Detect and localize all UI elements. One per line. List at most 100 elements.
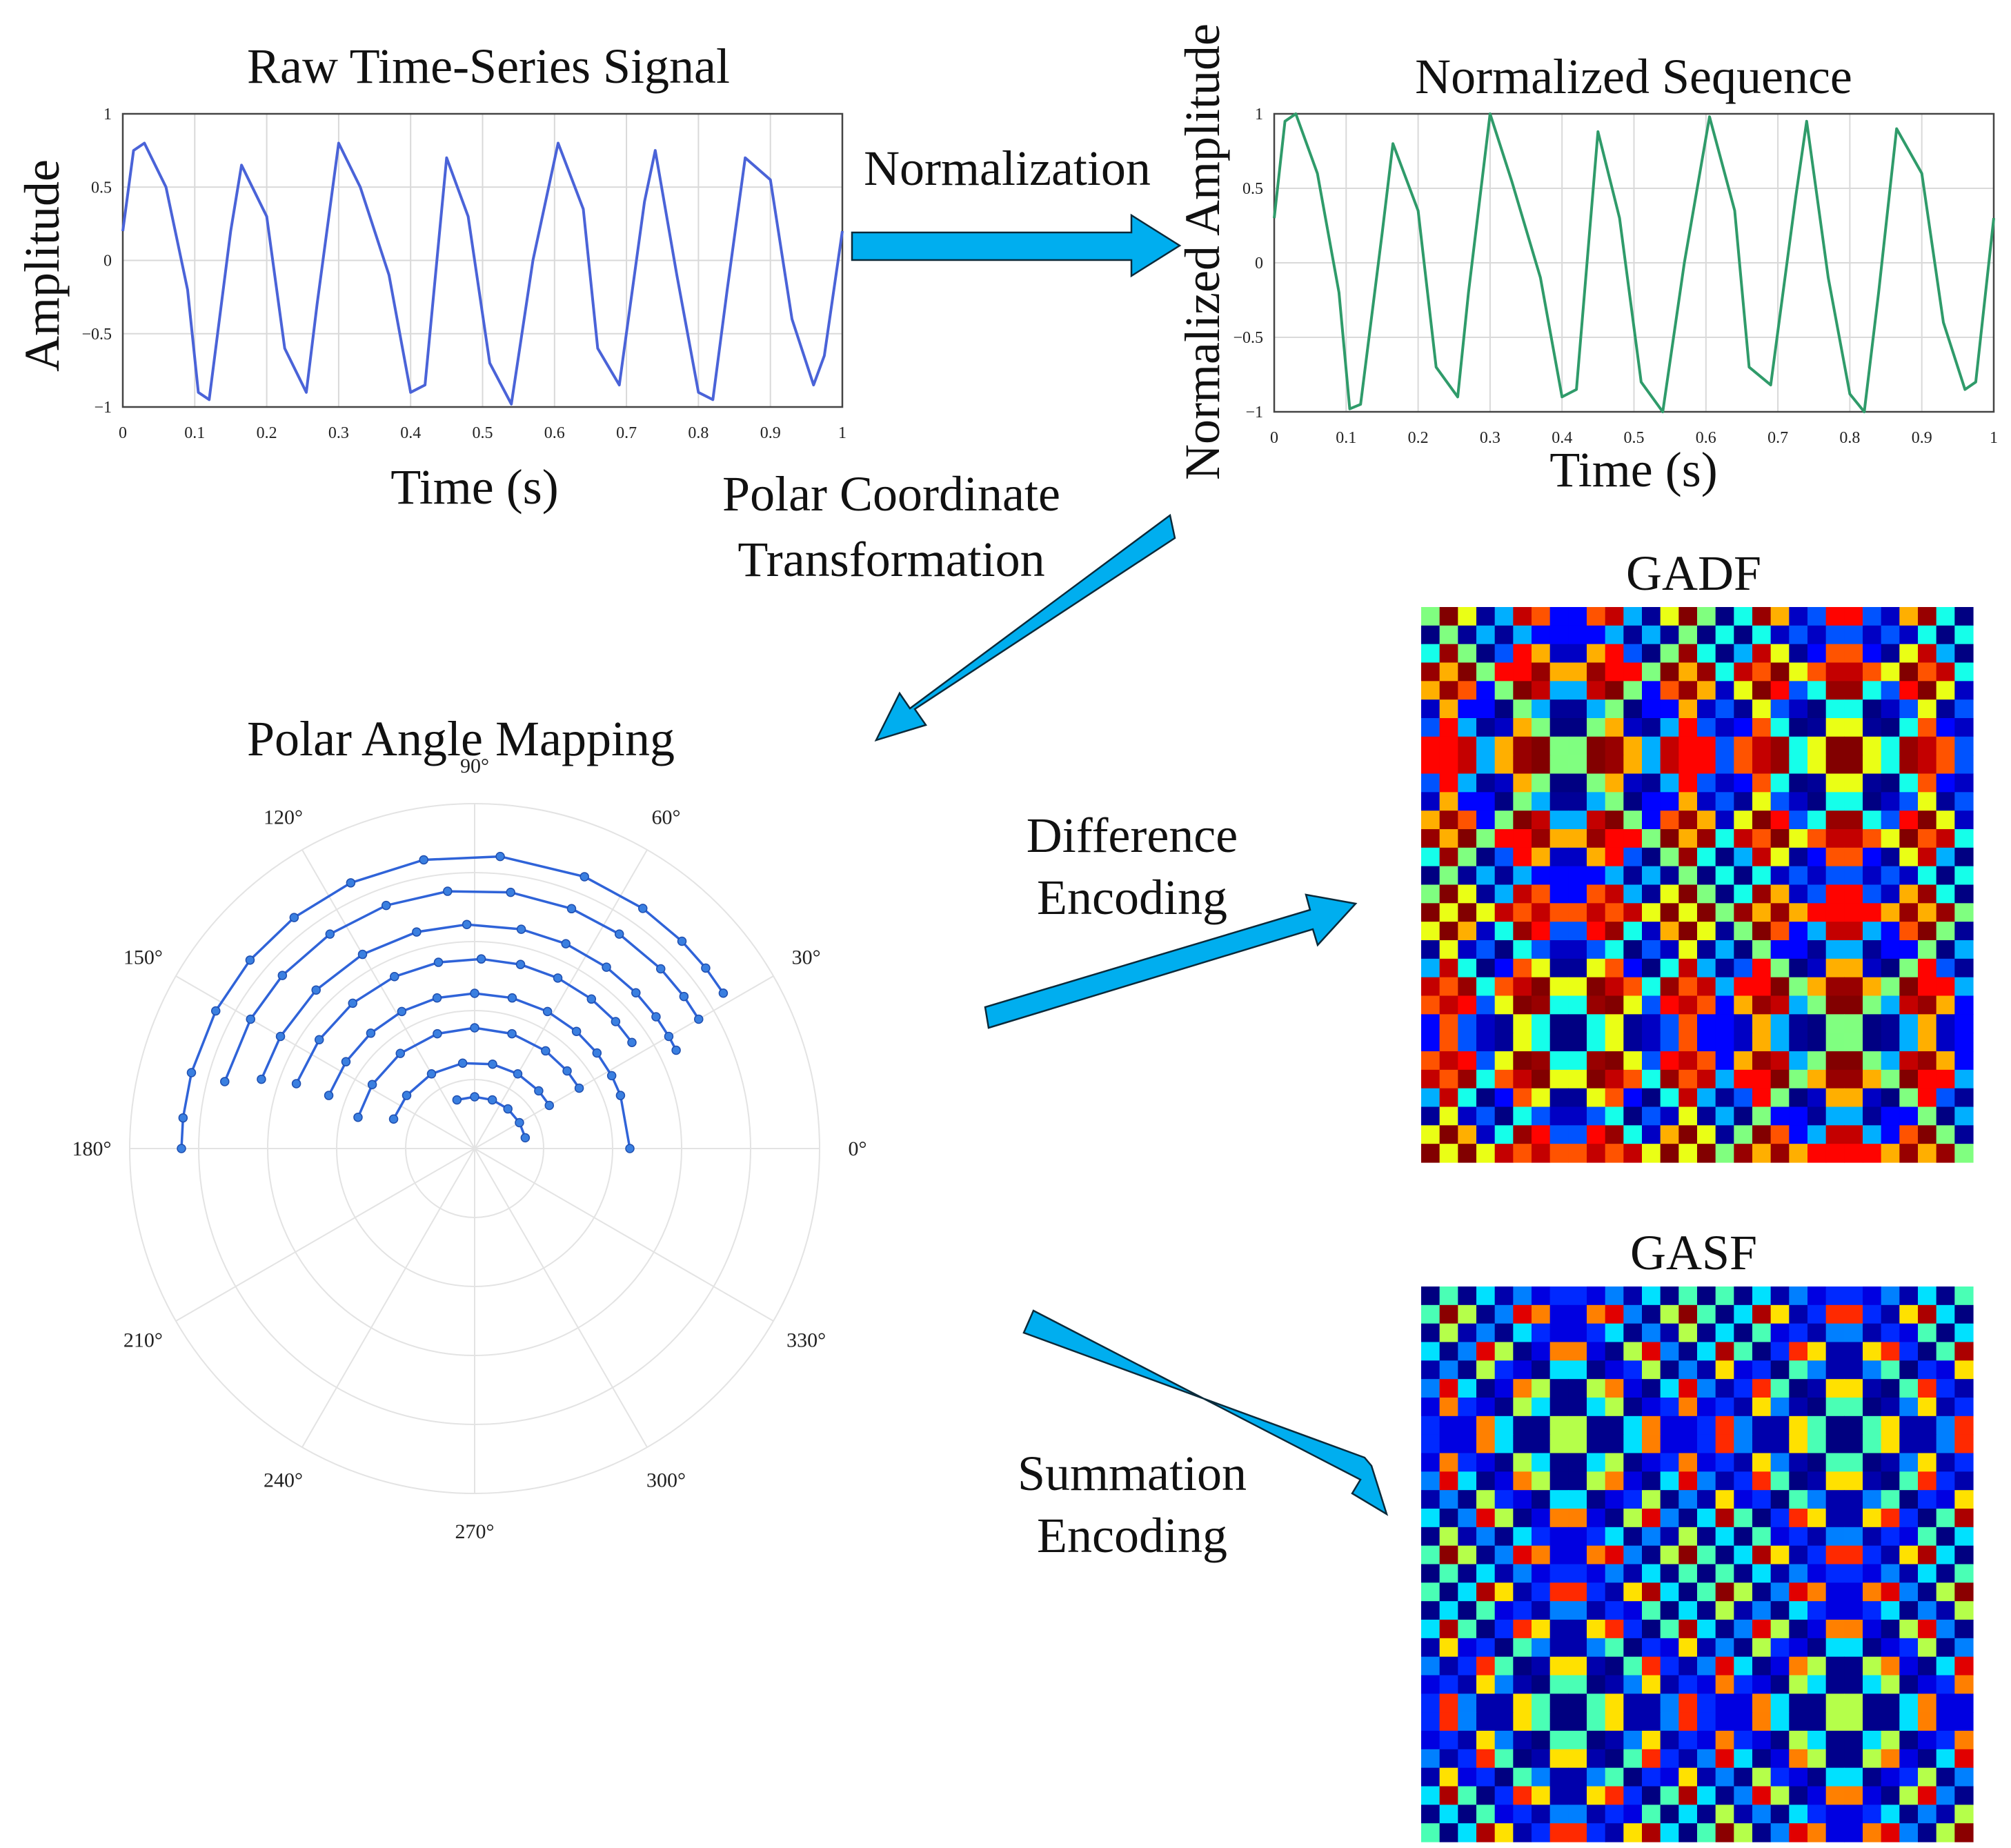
gasf-cell <box>1458 1415 1477 1435</box>
gasf-cell <box>1899 1823 1919 1842</box>
gasf-cell <box>1825 1415 1845 1435</box>
gadf-cell <box>1863 1125 1882 1144</box>
polar-point <box>388 1114 399 1124</box>
gasf-cell <box>1660 1731 1679 1750</box>
gadf-cell <box>1825 922 1845 941</box>
gasf-cell <box>1458 1323 1477 1343</box>
polar-grid <box>129 803 820 1494</box>
gasf-cell <box>1825 1434 1845 1454</box>
gadf-cell <box>1936 847 1955 867</box>
gasf-cell <box>1752 1304 1772 1324</box>
gasf-cell <box>1697 1712 1716 1731</box>
gadf-cell <box>1918 1051 1937 1071</box>
gadf-cell <box>1918 847 1937 867</box>
normalized-title: Normalized Sequence <box>1415 49 1852 104</box>
gadf-cell <box>1918 995 1937 1015</box>
gasf-cell <box>1568 1749 1587 1769</box>
gasf-cell <box>1660 1527 1679 1547</box>
gasf-cell <box>1715 1712 1734 1731</box>
gadf-cell <box>1844 940 1863 960</box>
gasf-cell <box>1642 1527 1661 1547</box>
gasf-cell <box>1954 1601 1974 1620</box>
gasf-cell <box>1752 1490 1772 1509</box>
gasf-cell <box>1568 1805 1587 1824</box>
gadf-cell <box>1825 681 1845 700</box>
gasf-cell <box>1715 1823 1734 1842</box>
gasf-cell <box>1549 1304 1569 1324</box>
gasf-cell <box>1660 1638 1679 1658</box>
gadf-cell <box>1954 1069 1974 1089</box>
gasf-cell <box>1678 1527 1698 1547</box>
gadf-cell <box>1954 662 1974 682</box>
gadf-cell <box>1954 884 1974 904</box>
gadf-cell <box>1421 681 1440 700</box>
gadf-cell <box>1549 699 1569 719</box>
polar-point <box>395 1049 406 1058</box>
polar-point <box>520 1133 531 1143</box>
gadf-cell <box>1532 977 1551 997</box>
polar-series-line <box>224 890 700 1082</box>
polar-point <box>470 988 479 998</box>
gasf-cell <box>1752 1453 1772 1472</box>
gadf-cell <box>1587 1106 1606 1126</box>
gadf-cell <box>1697 884 1716 904</box>
gadf-cell <box>1844 1088 1863 1108</box>
gadf-cell <box>1494 866 1514 886</box>
gadf-cell <box>1936 884 1955 904</box>
gasf-cell <box>1881 1545 1900 1565</box>
gadf-cell <box>1863 1014 1882 1033</box>
gadf-cell <box>1660 699 1679 719</box>
gadf-cell <box>1623 625 1643 645</box>
gasf-cell <box>1587 1823 1606 1842</box>
gasf-cell <box>1734 1379 1753 1398</box>
gadf-cell <box>1549 903 1569 922</box>
gadf-cell <box>1568 1033 1587 1052</box>
gadf-cell <box>1421 773 1440 793</box>
gadf-cell <box>1660 718 1679 737</box>
gasf-cell <box>1807 1342 1827 1361</box>
gasf-cell <box>1494 1342 1514 1361</box>
gadf-cell <box>1458 829 1477 848</box>
polar-point <box>419 855 428 865</box>
polar-series-line <box>180 855 724 1149</box>
gadf-cell <box>1532 1033 1551 1052</box>
gadf-cell <box>1918 1088 1937 1108</box>
gasf-cell <box>1918 1823 1937 1842</box>
gasf-cell <box>1863 1434 1882 1454</box>
gadf-cell <box>1623 755 1643 775</box>
gadf-cell <box>1807 681 1827 700</box>
gadf-cell <box>1642 681 1661 700</box>
gadf-cell <box>1494 736 1514 756</box>
gasf-cell <box>1734 1286 1753 1306</box>
gasf-cell <box>1936 1527 1955 1547</box>
gadf-cell <box>1734 755 1753 775</box>
gadf-cell <box>1532 903 1551 922</box>
gasf-cell <box>1936 1379 1955 1398</box>
gasf-cell <box>1715 1749 1734 1769</box>
gadf-cell <box>1678 607 1698 626</box>
raw-signal-y-tick: 0.5 <box>91 179 112 197</box>
gadf-cell <box>1807 847 1827 867</box>
gadf-cell <box>1881 607 1900 626</box>
gasf-cell <box>1605 1805 1624 1824</box>
polar-point <box>470 1092 479 1102</box>
gadf-cell <box>1623 607 1643 626</box>
gadf-cell <box>1642 903 1661 922</box>
gadf-cell <box>1918 1125 1937 1144</box>
gadf-cell <box>1421 1069 1440 1089</box>
gasf-cell <box>1513 1286 1532 1306</box>
gasf-cell <box>1734 1749 1753 1769</box>
gasf-cell <box>1623 1638 1643 1658</box>
gadf-cell <box>1715 644 1734 664</box>
gasf-cell <box>1549 1527 1569 1547</box>
gasf-cell <box>1605 1656 1624 1676</box>
gasf-cell <box>1807 1545 1827 1565</box>
gadf-cell <box>1881 681 1900 700</box>
gadf-cell <box>1881 1033 1900 1052</box>
gasf-cell <box>1439 1434 1458 1454</box>
gasf-panel: GASF <box>1421 1225 1974 1842</box>
gadf-cell <box>1476 940 1496 960</box>
gasf-cell <box>1642 1360 1661 1380</box>
gadf-cell <box>1476 625 1496 645</box>
